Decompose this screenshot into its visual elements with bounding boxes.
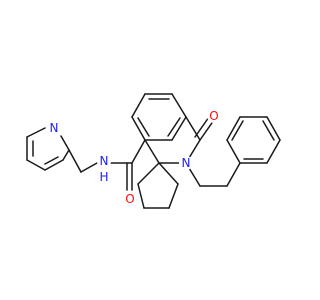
fused-benzene-ring bbox=[131, 93, 187, 141]
pyridine-ring bbox=[26, 127, 70, 171]
amide-n-label: N bbox=[100, 154, 109, 168]
carboxamide-group bbox=[68, 139, 146, 191]
benzyl-group bbox=[185, 116, 281, 187]
molecule-structure: N N H O N O bbox=[26, 93, 281, 209]
atom-labels: N N H O N O bbox=[47, 109, 221, 206]
amide-o-label: O bbox=[125, 192, 134, 206]
lactam-carbonyl bbox=[194, 116, 215, 141]
spiro-cyclopentane bbox=[137, 162, 179, 209]
lactam-n-label: N bbox=[182, 156, 191, 170]
pyridine-n-label: N bbox=[50, 121, 59, 135]
lactam-o-label: O bbox=[209, 109, 218, 123]
amide-h-label: H bbox=[99, 170, 108, 184]
